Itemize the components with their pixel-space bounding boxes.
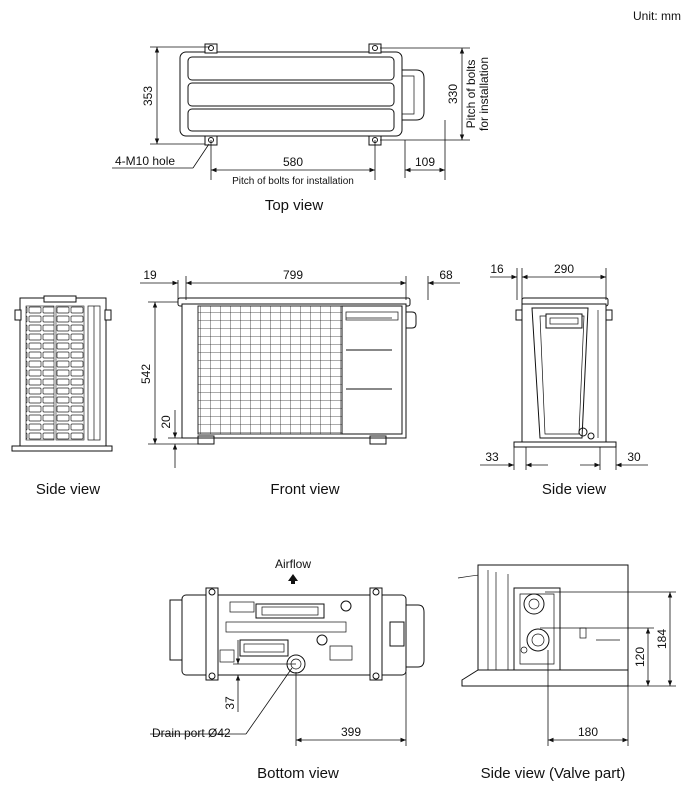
- side-right-bottom-right-dim: 30: [627, 450, 641, 464]
- side-right-top-left-dim: 16: [490, 262, 504, 276]
- valve-120-dim: 120: [633, 647, 647, 667]
- front-view-caption: Front view: [270, 481, 339, 498]
- pitch-h-label: Pitch of bolts for installation: [232, 176, 354, 187]
- top-pitch-v-label-1: Pitch of bolts: [464, 60, 478, 129]
- side-right-top-width-dim: 290: [554, 262, 574, 276]
- drain-label: Drain port Ø42: [152, 726, 231, 740]
- front-view: 19 799 68 542 20 Front view: [139, 268, 460, 498]
- valve-upper-icon: [523, 593, 545, 615]
- front-fan-grill: [197, 305, 343, 435]
- bottom-view: Airflow Drain port Ø42 37: [150, 557, 425, 782]
- hole-label: 4-M10 hole: [115, 154, 175, 168]
- side-left-caption: Side view: [36, 481, 100, 498]
- top-pitch-v-label-2: for installation: [477, 57, 491, 131]
- top-pitch-v-dim: 330: [446, 84, 460, 104]
- front-foot-dim: 20: [159, 415, 173, 429]
- top-view-caption: Top view: [265, 197, 324, 214]
- valve-184-dim: 184: [655, 629, 669, 649]
- airflow-label: Airflow: [275, 557, 311, 571]
- front-left-dim: 19: [143, 268, 157, 282]
- bottom-399-dim: 399: [341, 725, 361, 739]
- top-depth-dim: 353: [141, 86, 155, 106]
- front-right-dim: 68: [439, 268, 453, 282]
- front-height-dim: 542: [139, 364, 153, 384]
- side-right-caption: Side view: [542, 481, 606, 498]
- valve-view: 120 184 180 Side view (Valve part): [457, 564, 676, 782]
- valve-180-dim: 180: [578, 725, 598, 739]
- bottom-view-caption: Bottom view: [257, 765, 339, 782]
- front-width-dim: 799: [283, 268, 303, 282]
- unit-label: Unit: mm: [633, 9, 681, 23]
- side-view-right: 16 290 33 30 Side view: [480, 262, 648, 498]
- top-view-rail-2: [187, 82, 395, 107]
- top-view-rail-1: [187, 56, 395, 81]
- valve-lower-icon: [526, 628, 550, 652]
- top-right-dim: 109: [415, 155, 435, 169]
- bottom-37-dim: 37: [223, 696, 237, 710]
- top-view: 353 330 Pitch of bolts for installation …: [112, 43, 491, 214]
- top-view-valve-cover: [402, 69, 425, 121]
- valve-view-caption: Side view (Valve part): [481, 765, 626, 782]
- top-view-rail-3: [187, 108, 395, 132]
- front-control-panel: [341, 305, 403, 435]
- side-right-bottom-left-dim: 33: [485, 450, 499, 464]
- top-pitch-h-dim: 580: [283, 155, 303, 169]
- side-view-left: Side view: [11, 295, 113, 498]
- airflow-arrow-icon: [288, 574, 298, 584]
